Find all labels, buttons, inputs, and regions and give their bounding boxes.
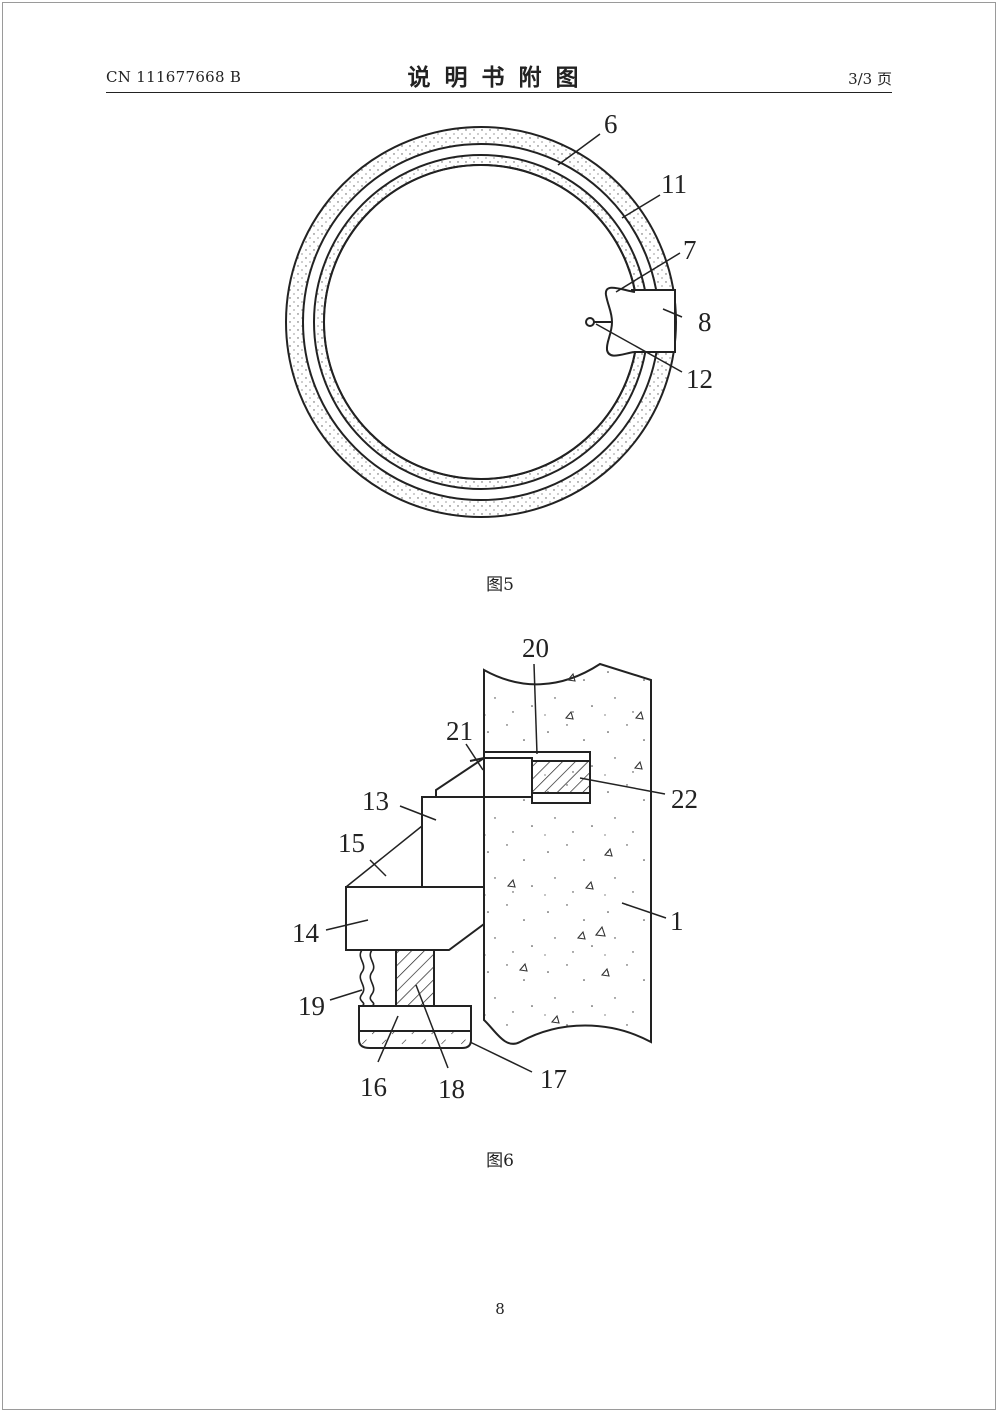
outer-ring-6: [284, 126, 678, 518]
label-6: 6: [604, 109, 618, 139]
label-16: 16: [360, 1072, 387, 1102]
section-title: 说明书附图: [407, 64, 593, 91]
rod-18: [395, 949, 435, 1007]
block-8: [631, 289, 676, 353]
post-13: [421, 796, 485, 888]
label-8: 8: [698, 307, 712, 337]
wall-aggregate: [506, 672, 644, 1024]
label-20: 20: [522, 633, 549, 663]
label-21: 21: [446, 716, 473, 746]
figure6-caption: 图6: [486, 1151, 514, 1171]
patent-number: CN 111677668 B: [106, 68, 242, 86]
label-1: 1: [670, 906, 684, 936]
label-12: 12: [686, 364, 713, 394]
label-18: 18: [438, 1074, 465, 1104]
label-14: 14: [292, 918, 320, 948]
page-number: 8: [495, 1300, 505, 1318]
label-13: 13: [362, 786, 389, 816]
page-indicator: 3/3 页: [848, 70, 892, 88]
label-15: 15: [338, 828, 365, 858]
hatched-block-22: [531, 760, 591, 794]
label-11: 11: [661, 169, 687, 199]
leader-lines-fig5: [557, 133, 683, 373]
leader-lines-fig6: [325, 663, 667, 1073]
label-7: 7: [683, 235, 697, 265]
arm-14: [345, 886, 485, 951]
header-rule: [106, 92, 892, 93]
spring-19: [359, 949, 375, 1007]
label-22: 22: [671, 784, 698, 814]
figure5-caption: 图5: [486, 575, 514, 595]
label-17: 17: [540, 1064, 567, 1094]
pad-17: [358, 1030, 472, 1049]
wall-1: [483, 662, 652, 1045]
figure6-section-drawing: 20 21 22 13 15 14 1 19 16 18 17: [292, 633, 698, 1104]
label-19: 19: [298, 991, 325, 1021]
figure5-ring-drawing: 6 11 7 8 12: [284, 109, 713, 518]
inner-white-disc: [325, 166, 637, 478]
base-16: [358, 1005, 472, 1032]
